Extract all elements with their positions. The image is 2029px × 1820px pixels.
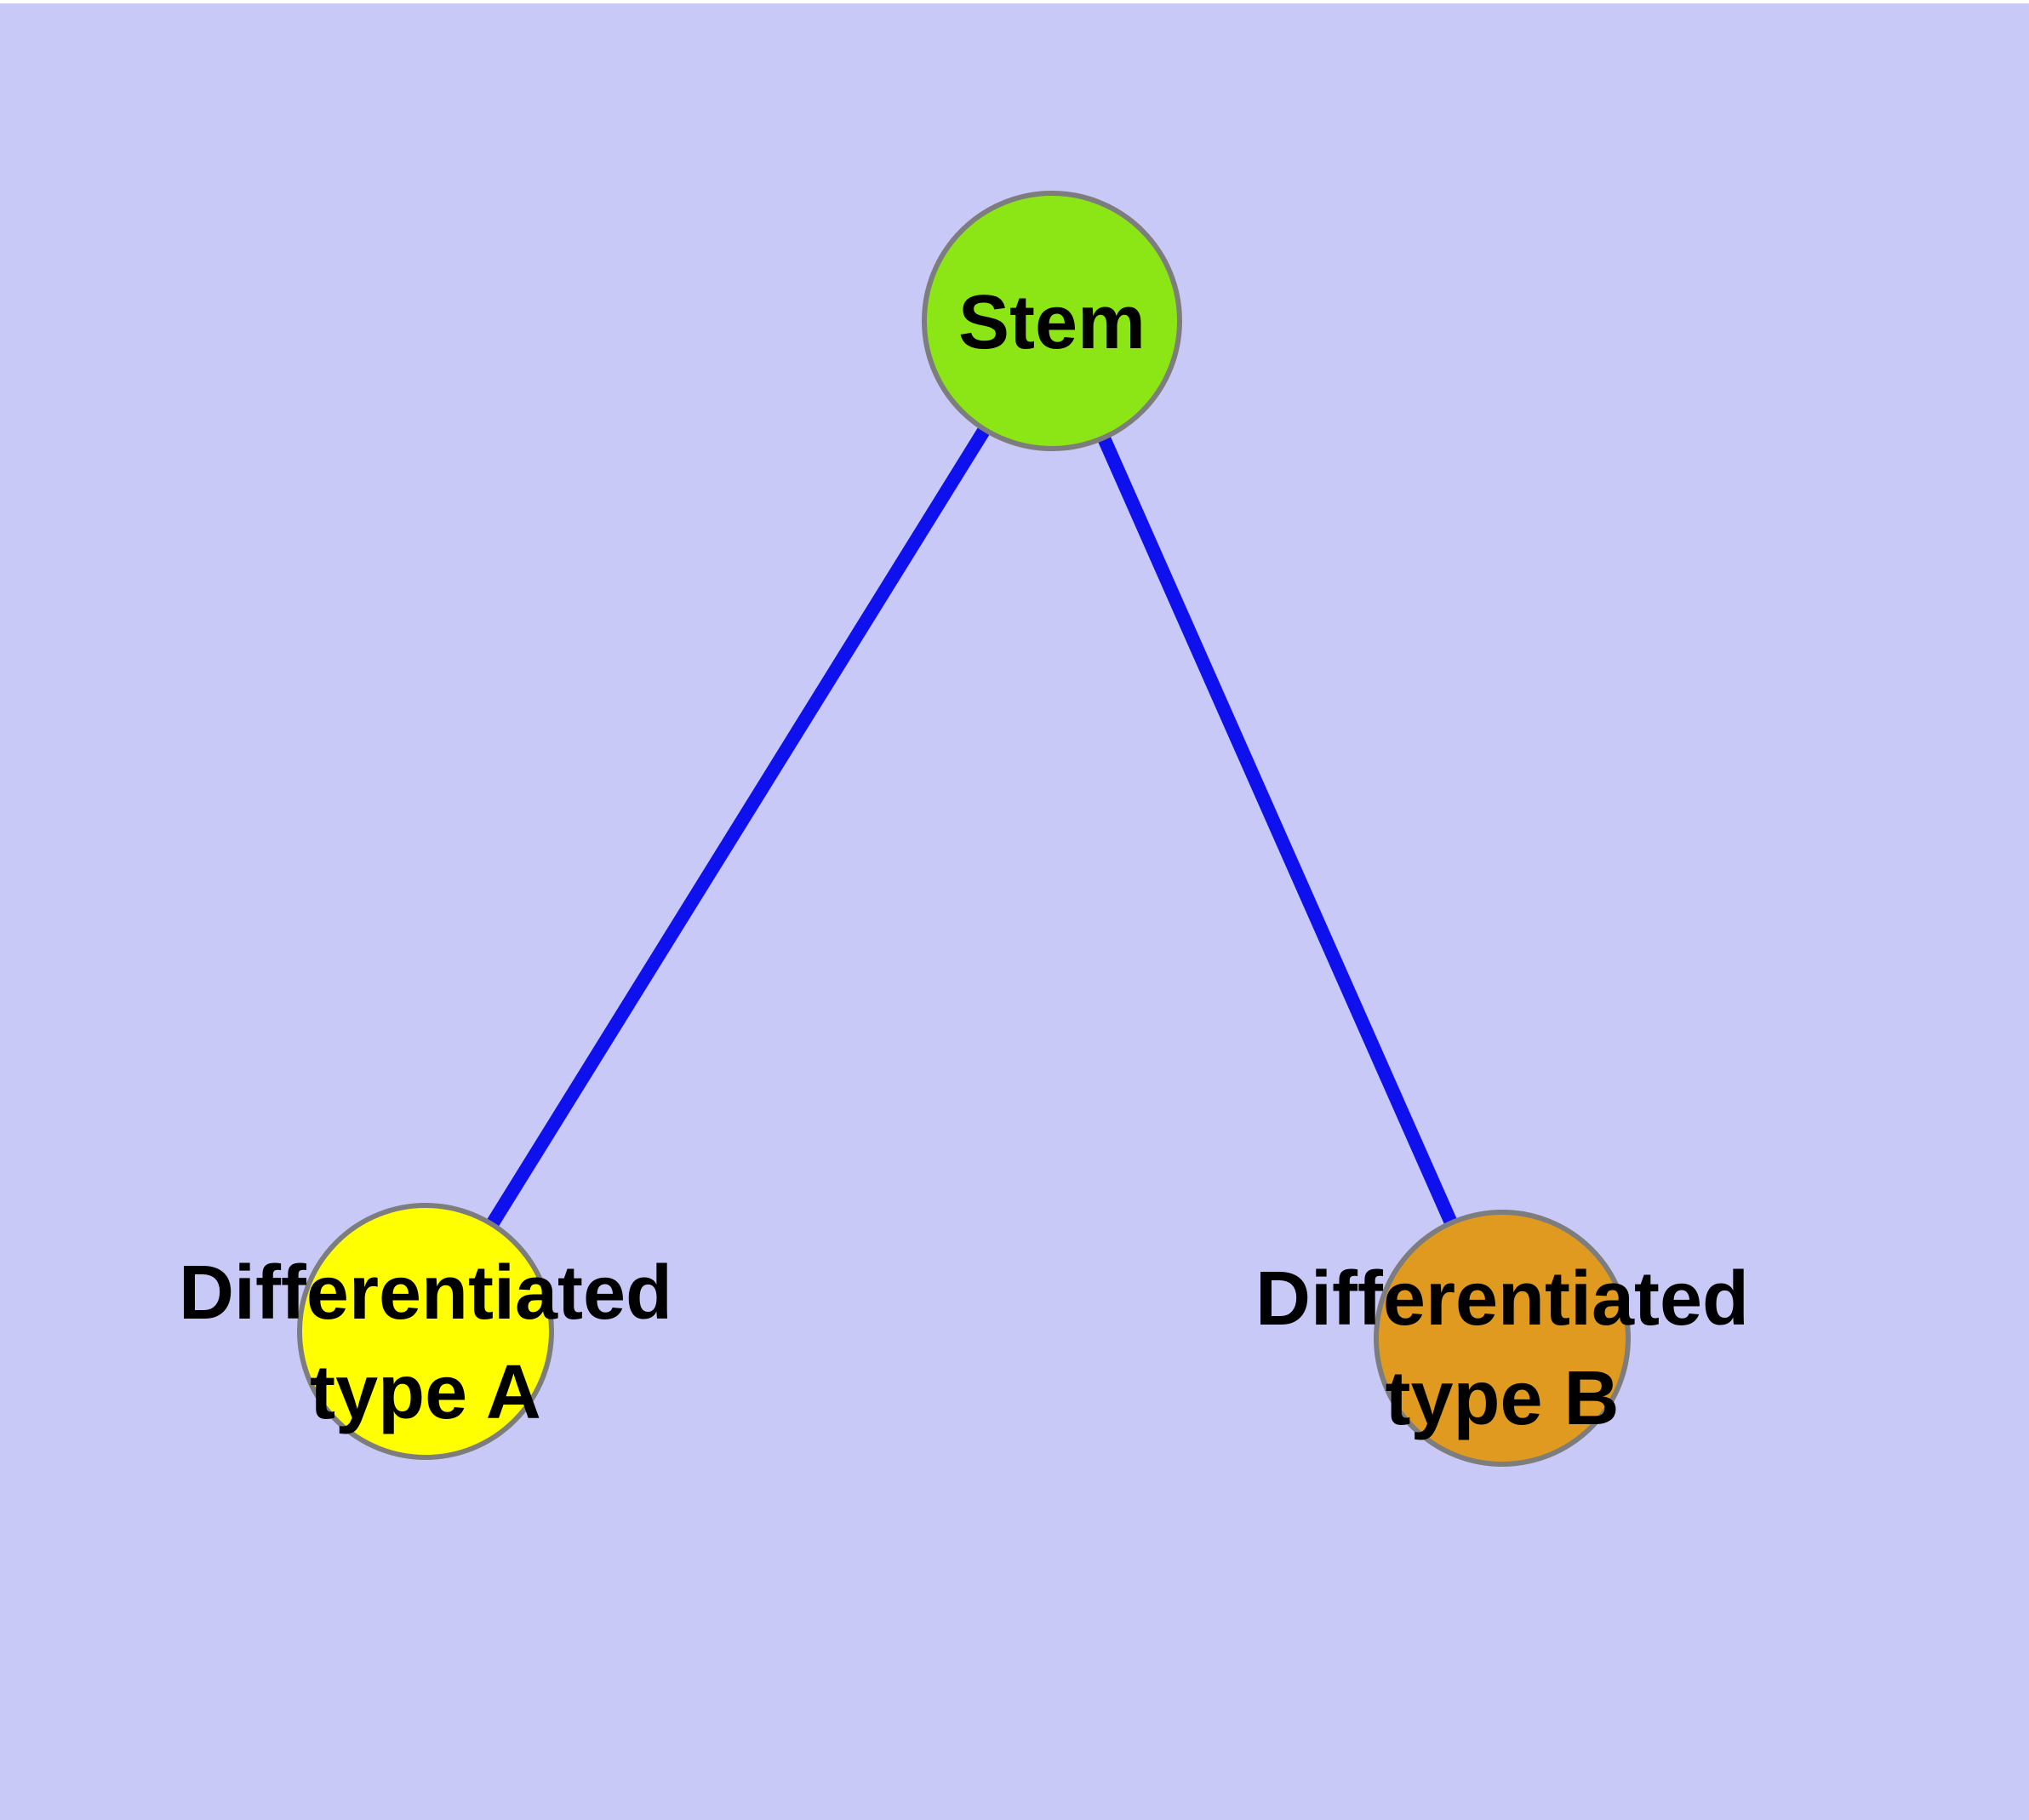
node-stem-circle[interactable] [922, 191, 1182, 451]
node-type-b-label-line2: type B [1385, 1356, 1619, 1441]
node-type-b-circle[interactable] [1374, 1210, 1631, 1467]
node-type-a-label-line1: Differentiated [179, 1251, 672, 1336]
graph-canvas: Stem Differentiated type A Differentiate… [0, 3, 2029, 1820]
node-type-a-label-line2: type A [310, 1350, 541, 1435]
edge-stem-to-type-a [420, 317, 1058, 1336]
node-type-b-label-line1: Differentiated [1255, 1256, 1749, 1342]
node-stem-label: Stem [958, 280, 1146, 365]
node-type-a-circle[interactable] [297, 1203, 554, 1460]
edge-stem-to-type-b [1045, 318, 1509, 1342]
